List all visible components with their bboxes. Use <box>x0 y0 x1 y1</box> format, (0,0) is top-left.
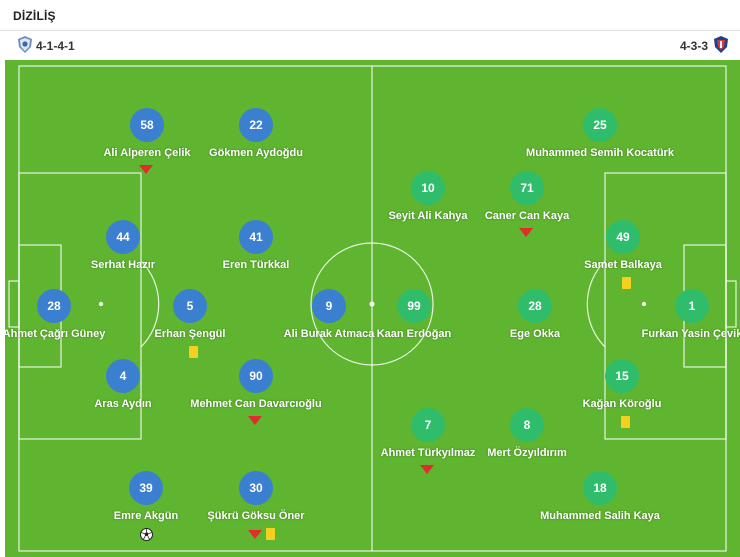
player-number: 71 <box>510 171 544 205</box>
section-title: DİZİLİŞ <box>13 9 56 23</box>
yellow-card-icon <box>266 528 275 540</box>
player-number: 8 <box>510 408 544 442</box>
sub-off-icon <box>420 465 434 474</box>
yellow-card-icon <box>622 277 631 289</box>
player-name: Mehmet Can Davarcıoğlu <box>190 398 322 410</box>
pitch-markings <box>8 65 737 552</box>
away-team-crest-icon <box>714 36 728 53</box>
player-name: Gökmen Aydoğdu <box>209 147 303 159</box>
player-number: 15 <box>605 359 639 393</box>
player-name: Ali Alperen Çelik <box>103 147 191 159</box>
lineup-header: DİZİLİŞ <box>0 0 740 31</box>
player-name: Ali Burak Atmaca <box>283 328 375 340</box>
player-number: 1 <box>675 289 709 323</box>
player-number: 41 <box>239 220 273 254</box>
player-number: 22 <box>239 108 273 142</box>
player-number: 10 <box>411 171 445 205</box>
player-name: Serhat Hazır <box>90 259 156 271</box>
sub-off-icon <box>248 416 262 425</box>
player-number: 28 <box>518 289 552 323</box>
player-number: 99 <box>397 289 431 323</box>
player-number: 90 <box>239 359 273 393</box>
player-name: Eren Türkkal <box>222 259 290 271</box>
pitch: 58 Ali Alperen Çelik 22 Gökmen Aydoğdu 4… <box>5 60 740 557</box>
player-number: 25 <box>583 108 617 142</box>
player-name: Kağan Köroğlu <box>582 398 662 410</box>
player-name: Samet Balkaya <box>584 259 662 271</box>
player-name: Caner Can Kaya <box>484 210 570 222</box>
home-formation: 4-1-4-1 <box>36 39 75 53</box>
player-name: Ahmet Çağrı Güney <box>5 328 106 340</box>
player-name: Mert Özyıldırım <box>487 447 567 459</box>
player-name: Muhammed Semih Kocatürk <box>526 147 674 159</box>
sub-off-icon <box>139 165 153 174</box>
player-name: Seyit Ali Kahya <box>388 210 468 222</box>
player-name: Şükrü Göksu Öner <box>207 510 305 522</box>
sub-off-icon <box>519 228 533 237</box>
formation-bar: 4-1-4-1 4-3-3 <box>0 31 740 59</box>
player-name: Furkan Yasin Çevik <box>641 328 740 340</box>
away-formation: 4-3-3 <box>679 39 708 53</box>
sub-off-icon <box>248 529 262 539</box>
player-number: 30 <box>239 471 273 505</box>
player-number: 49 <box>606 220 640 254</box>
yellow-card-icon <box>189 346 198 358</box>
player-name: Erhan Şengül <box>154 328 226 340</box>
player-name: Kaan Erdoğan <box>376 328 452 340</box>
player-number: 7 <box>411 408 445 442</box>
player-number: 4 <box>106 359 140 393</box>
player-number: 9 <box>312 289 346 323</box>
player-name: Ege Okka <box>509 328 561 340</box>
player-name: Ahmet Türkyılmaz <box>380 447 476 459</box>
player-number: 39 <box>129 471 163 505</box>
player-number: 18 <box>583 471 617 505</box>
player-number: 58 <box>130 108 164 142</box>
player-name: Muhammed Salih Kaya <box>540 510 660 522</box>
player-number: 44 <box>106 220 140 254</box>
player-number: 5 <box>173 289 207 323</box>
player-number: 28 <box>37 289 71 323</box>
home-team-crest-icon <box>18 36 32 53</box>
goal-ball-icon <box>140 528 153 541</box>
player-name: Emre Akgün <box>113 510 179 522</box>
player-name: Aras Aydın <box>94 398 152 410</box>
yellow-card-icon <box>621 416 630 428</box>
